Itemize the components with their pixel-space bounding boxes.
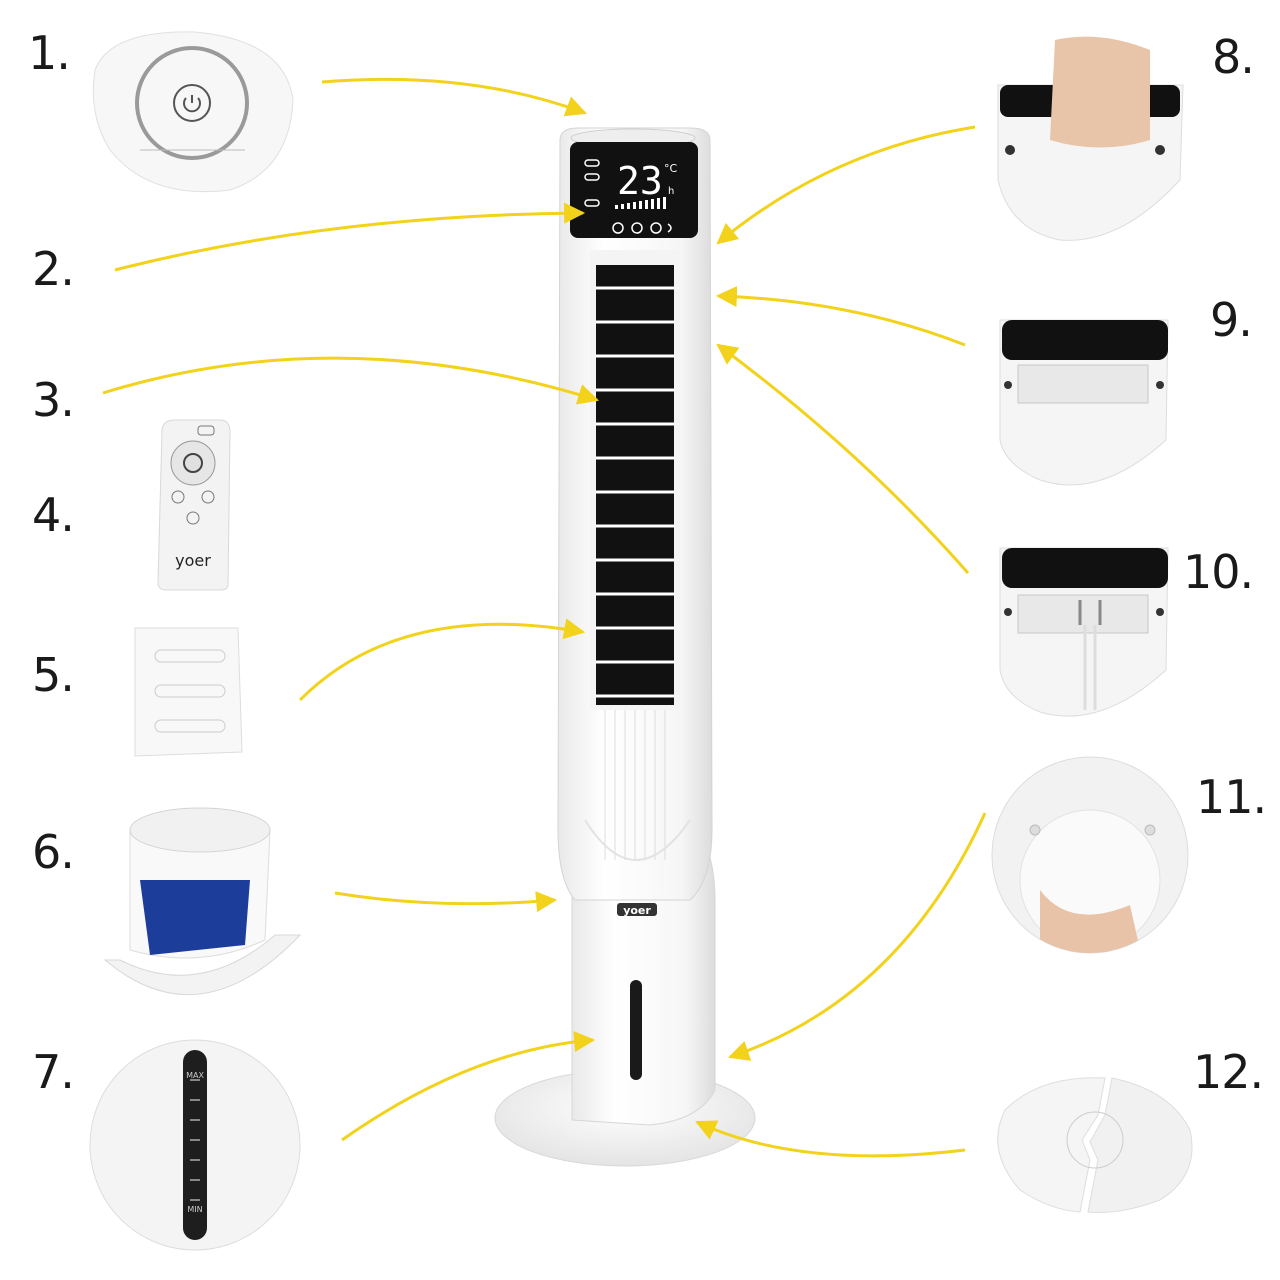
arrow-8 <box>716 125 976 245</box>
display-temperature: 23 <box>617 159 663 203</box>
item-11-base-screws <box>991 756 1189 954</box>
arrow-9 <box>715 286 966 347</box>
level-max-label: MAX <box>186 1071 204 1080</box>
arrow-6 <box>334 891 558 913</box>
hand-icon <box>1050 36 1150 148</box>
label-5: 5. <box>32 648 75 702</box>
remote-brand-label: yoer <box>175 551 211 570</box>
power-icon <box>183 95 201 113</box>
fan-brand-plate <box>617 903 657 916</box>
label-7: 7. <box>32 1045 75 1099</box>
display-timer-bar <box>615 197 666 209</box>
label-11: 11. <box>1196 770 1267 824</box>
item-8-carry-handle <box>997 36 1184 241</box>
hand-icon <box>1040 890 1140 953</box>
arrow-3 <box>102 356 600 405</box>
callout-arrows <box>102 77 987 1158</box>
fan-display-panel <box>570 142 698 238</box>
level-min-label: MIN <box>187 1205 202 1214</box>
fan-vertical-louvres <box>604 710 666 860</box>
item-9-rear-cable-slot <box>999 319 1169 486</box>
label-2: 2. <box>32 242 75 296</box>
item-6-water-tank <box>103 807 302 996</box>
fan-water-level-window <box>630 980 642 1080</box>
display-unit: °C <box>664 162 678 175</box>
fan-body-curve <box>584 819 691 861</box>
item-4-remote-control: yoer <box>157 419 231 591</box>
arrow-10 <box>716 343 970 574</box>
item-1-control-panel <box>92 31 294 193</box>
label-3: 3. <box>32 373 75 427</box>
arrow-7 <box>341 1031 596 1142</box>
label-12: 12. <box>1193 1045 1264 1099</box>
item-12-split-base <box>997 1077 1193 1213</box>
label-6: 6. <box>32 825 75 879</box>
arrow-12 <box>695 1120 966 1158</box>
fan-grille-slats <box>596 286 674 698</box>
arrow-5 <box>298 618 586 702</box>
fan-brand-label: yoer <box>623 904 651 917</box>
display-icons <box>584 159 672 234</box>
label-9: 9. <box>1210 293 1253 347</box>
item-5-cooling-cartridge <box>134 627 243 757</box>
tower-fan: 23 °C h yoer <box>494 127 756 1167</box>
item-10-cable-storage <box>999 547 1169 717</box>
item-7-water-level-indicator: MAX MIN <box>89 1039 301 1251</box>
fan-grille <box>596 265 674 705</box>
arrow-2 <box>114 202 586 272</box>
power-icon <box>183 453 203 473</box>
display-hour-mark: h <box>668 186 674 197</box>
label-4: 4. <box>32 488 75 542</box>
label-1: 1. <box>28 26 71 80</box>
label-8: 8. <box>1212 30 1255 84</box>
arrow-1 <box>321 77 587 117</box>
label-10: 10. <box>1183 545 1254 599</box>
arrow-11 <box>728 812 987 1061</box>
